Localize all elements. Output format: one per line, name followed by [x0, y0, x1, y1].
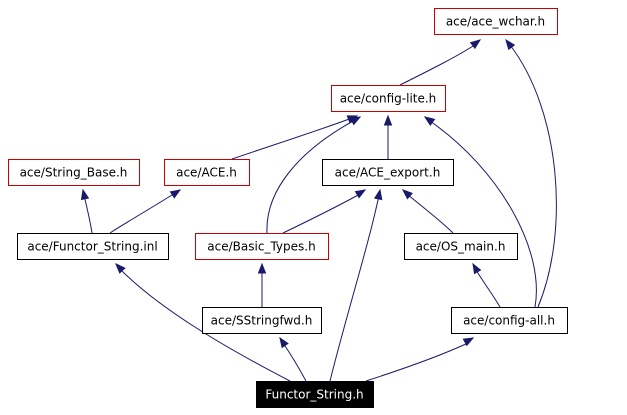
edge-line — [365, 342, 469, 382]
edge-os_main-to-ace_export — [401, 189, 454, 234]
edge-functor_string-to-ace_export — [329, 188, 383, 382]
edge-line — [118, 267, 291, 382]
node-box — [17, 233, 169, 260]
arrowhead-icon — [115, 263, 126, 274]
node-box — [404, 233, 518, 260]
edge-line — [266, 119, 356, 234]
node-ace-wchar[interactable]: ace/ace_wchar.h — [434, 8, 558, 35]
edge-line — [282, 342, 307, 382]
node-config-all[interactable]: ace/config-all.h — [451, 307, 568, 334]
node-box — [256, 381, 374, 408]
edge-config_all-to-os_main — [472, 262, 501, 308]
node-os-main[interactable]: ace/OS_main.h — [404, 233, 518, 260]
node-box — [164, 159, 250, 186]
edge-line — [231, 117, 353, 160]
arrowhead-icon — [349, 116, 362, 126]
edge-line — [399, 43, 477, 86]
node-string-base[interactable]: ace/String_Base.h — [8, 159, 140, 186]
edge-line — [109, 192, 176, 234]
edge-basic_types-to-ace_export — [282, 189, 367, 234]
edge-line — [83, 194, 93, 234]
node-label: ace/Basic_Types.h — [207, 240, 315, 254]
arrowhead-icon — [505, 38, 516, 51]
node-label: ace/ACE_export.h — [335, 166, 441, 180]
arrowhead-icon — [401, 189, 413, 200]
node-label: ace/config-all.h — [463, 314, 555, 328]
edge-ace_h-to-config_lite — [231, 115, 359, 160]
node-ace-h[interactable]: ace/ACE.h — [164, 159, 250, 186]
node-box — [195, 233, 329, 260]
edge-basic_types-to-config_lite — [266, 116, 362, 234]
nodes: ace/ace_wchar.h ace/config-lite.h ace/Stri… — [8, 8, 568, 408]
arrowhead-icon — [423, 116, 436, 126]
edge-functor_string-to-functor_string_inl — [115, 263, 291, 382]
edge-config_all-to-config_lite — [423, 116, 537, 308]
node-sstringfwd[interactable]: ace/SStringfwd.h — [202, 307, 322, 334]
edge-sstringfwd-to-basic_types — [257, 262, 267, 307]
node-box — [434, 8, 558, 35]
edge-line — [509, 44, 557, 308]
node-label: ace/ace_wchar.h — [446, 15, 545, 29]
edge-line — [406, 193, 454, 234]
edge-line — [282, 193, 361, 234]
node-ace-export[interactable]: ace/ACE_export.h — [322, 159, 454, 186]
node-box — [451, 307, 568, 334]
arrowhead-icon — [169, 189, 182, 199]
node-basic-types[interactable]: ace/Basic_Types.h — [195, 233, 329, 260]
edge-functor_string-to-config_all — [365, 337, 475, 382]
edge-config_all-to-ace_wchar — [505, 38, 557, 308]
arrowhead-icon — [462, 337, 475, 347]
arrowhead-icon — [383, 114, 393, 126]
arrowhead-icon — [469, 39, 482, 50]
arrowhead-icon — [472, 262, 482, 275]
edge-line — [329, 194, 380, 382]
edge-functor_string_inl-to-string_base — [80, 188, 93, 234]
node-box — [8, 159, 140, 186]
arrowhead-icon — [257, 262, 267, 274]
node-functor-string[interactable]: Functor_String.h — [256, 381, 374, 408]
node-label: ace/config-lite.h — [340, 92, 437, 106]
node-config-lite[interactable]: ace/config-lite.h — [331, 85, 446, 112]
node-label: ace/ACE.h — [176, 166, 237, 180]
edges — [80, 38, 557, 382]
edge-functor_string_inl-to-ace_h — [109, 189, 182, 234]
edge-functor_string-to-sstringfwd — [279, 336, 307, 382]
arrowhead-icon — [354, 189, 367, 199]
node-box — [322, 159, 454, 186]
node-box — [202, 307, 322, 334]
arrowhead-icon — [373, 188, 383, 201]
node-label: ace/Functor_String.inl — [27, 240, 157, 254]
arrowhead-icon — [80, 188, 90, 201]
node-label: ace/String_Base.h — [20, 166, 128, 180]
edge-line — [475, 269, 501, 308]
edge-line — [429, 120, 537, 308]
node-box — [331, 85, 446, 112]
edge-config_lite-to-ace_wchar — [399, 39, 482, 86]
node-label: Functor_String.h — [265, 388, 363, 402]
edge-ace_export-to-config_lite — [383, 114, 393, 159]
node-label: ace/SStringfwd.h — [211, 314, 313, 328]
node-functor-string-inl[interactable]: ace/Functor_String.inl — [17, 233, 169, 260]
node-label: ace/OS_main.h — [416, 240, 506, 254]
arrowhead-icon — [279, 336, 289, 349]
